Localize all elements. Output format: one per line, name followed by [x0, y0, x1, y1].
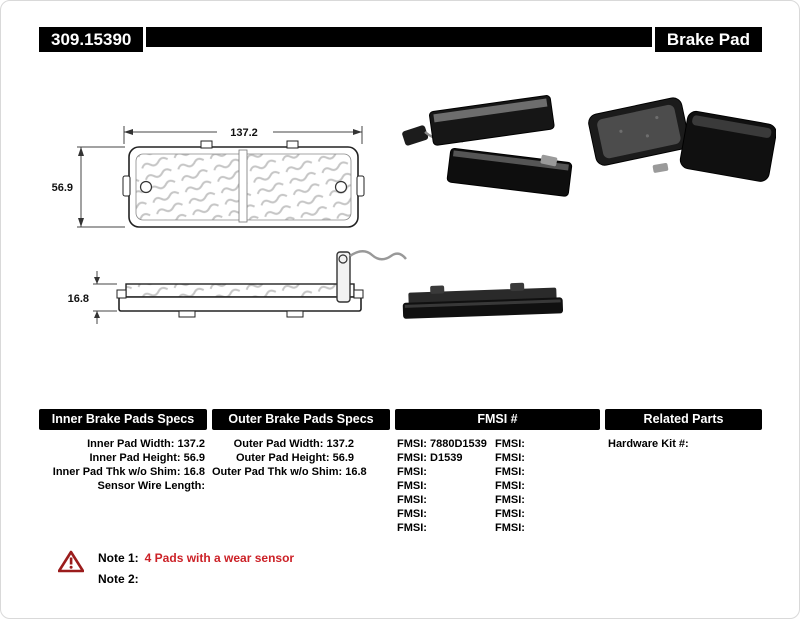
fmsi-row: FMSI:	[495, 452, 525, 464]
spec-row: Inner Pad Thk w/o Shim: 16.8	[52, 466, 205, 478]
warning-triangle-icon	[58, 550, 84, 573]
front-height-dim-label: 56.9	[52, 182, 73, 194]
fmsi-subcolumn-1: FMSI: 7880D1539 FMSI: D1539 FMSI: FMSI: …	[395, 437, 495, 535]
spec-row: Inner Pad Height: 56.9	[89, 452, 205, 464]
photo-pad-side	[402, 282, 564, 319]
spec-table-header-row: Inner Brake Pads Specs Outer Brake Pads …	[39, 409, 762, 430]
header-fill-bar	[146, 27, 652, 47]
fmsi-row: FMSI: 7880D1539	[397, 438, 487, 450]
spec-row: Sensor Wire Length:	[97, 480, 205, 492]
fmsi-row: FMSI:	[495, 494, 525, 506]
photo-pads-with-sensor	[402, 95, 573, 197]
note-lines: Note 1:4 Pads with a wear sensor Note 2:	[98, 550, 294, 586]
product-title: Brake Pad	[654, 27, 762, 52]
spec-table-body: Inner Pad Width: 137.2 Inner Pad Height:…	[39, 437, 762, 535]
fmsi-row: FMSI:	[397, 522, 427, 534]
side-view-drawing: 16.8	[68, 250, 407, 324]
spec-row: Inner Pad Width: 137.2	[87, 438, 205, 450]
note-2: Note 2:	[98, 572, 139, 586]
header-bar: 309.15390 Brake Pad	[39, 27, 762, 52]
outer-specs-column: Outer Pad Width: 137.2 Outer Pad Height:…	[212, 437, 390, 535]
part-number: 309.15390	[39, 27, 144, 52]
note-1: Note 1:4 Pads with a wear sensor	[98, 551, 295, 565]
notes-section: Note 1:4 Pads with a wear sensor Note 2:	[58, 550, 294, 586]
side-thickness-dim-label: 16.8	[68, 293, 89, 305]
fmsi-row: FMSI:	[495, 480, 525, 492]
fmsi-row: FMSI:	[495, 508, 525, 520]
product-photos	[402, 95, 776, 319]
fmsi-row: FMSI: D1539	[397, 452, 463, 464]
fmsi-row: FMSI:	[495, 438, 525, 450]
fmsi-subcolumn-2: FMSI: FMSI: FMSI: FMSI: FMSI: FMSI: FMSI…	[495, 437, 600, 535]
spec-row: Outer Pad Width: 137.2	[233, 438, 354, 450]
fmsi-row: FMSI:	[397, 466, 427, 478]
note-1-text: 4 Pads with a wear sensor	[144, 551, 295, 565]
fmsi-row: FMSI:	[495, 522, 525, 534]
inner-specs-column: Inner Pad Width: 137.2 Inner Pad Height:…	[39, 437, 207, 535]
related-parts-column: Hardware Kit #:	[605, 437, 762, 535]
related-parts-header: Related Parts	[605, 409, 762, 430]
front-view-drawing: 137.2 56.9	[52, 126, 365, 228]
fmsi-row: FMSI:	[397, 494, 427, 506]
fmsi-row: FMSI:	[397, 480, 427, 492]
fmsi-row: FMSI:	[495, 466, 525, 478]
photo-pad-pair	[588, 97, 776, 182]
related-row: Hardware Kit #:	[608, 438, 689, 450]
outer-specs-header: Outer Brake Pads Specs	[212, 409, 390, 430]
fmsi-row: FMSI:	[397, 508, 427, 520]
fmsi-header: FMSI #	[395, 409, 600, 430]
front-width-dim-label: 137.2	[230, 127, 258, 139]
spec-row: Outer Pad Height: 56.9	[236, 452, 354, 464]
spec-row: Outer Pad Thk w/o Shim: 16.8	[212, 466, 367, 478]
inner-specs-header: Inner Brake Pads Specs	[39, 409, 207, 430]
fmsi-column: FMSI: 7880D1539 FMSI: D1539 FMSI: FMSI: …	[395, 437, 600, 535]
